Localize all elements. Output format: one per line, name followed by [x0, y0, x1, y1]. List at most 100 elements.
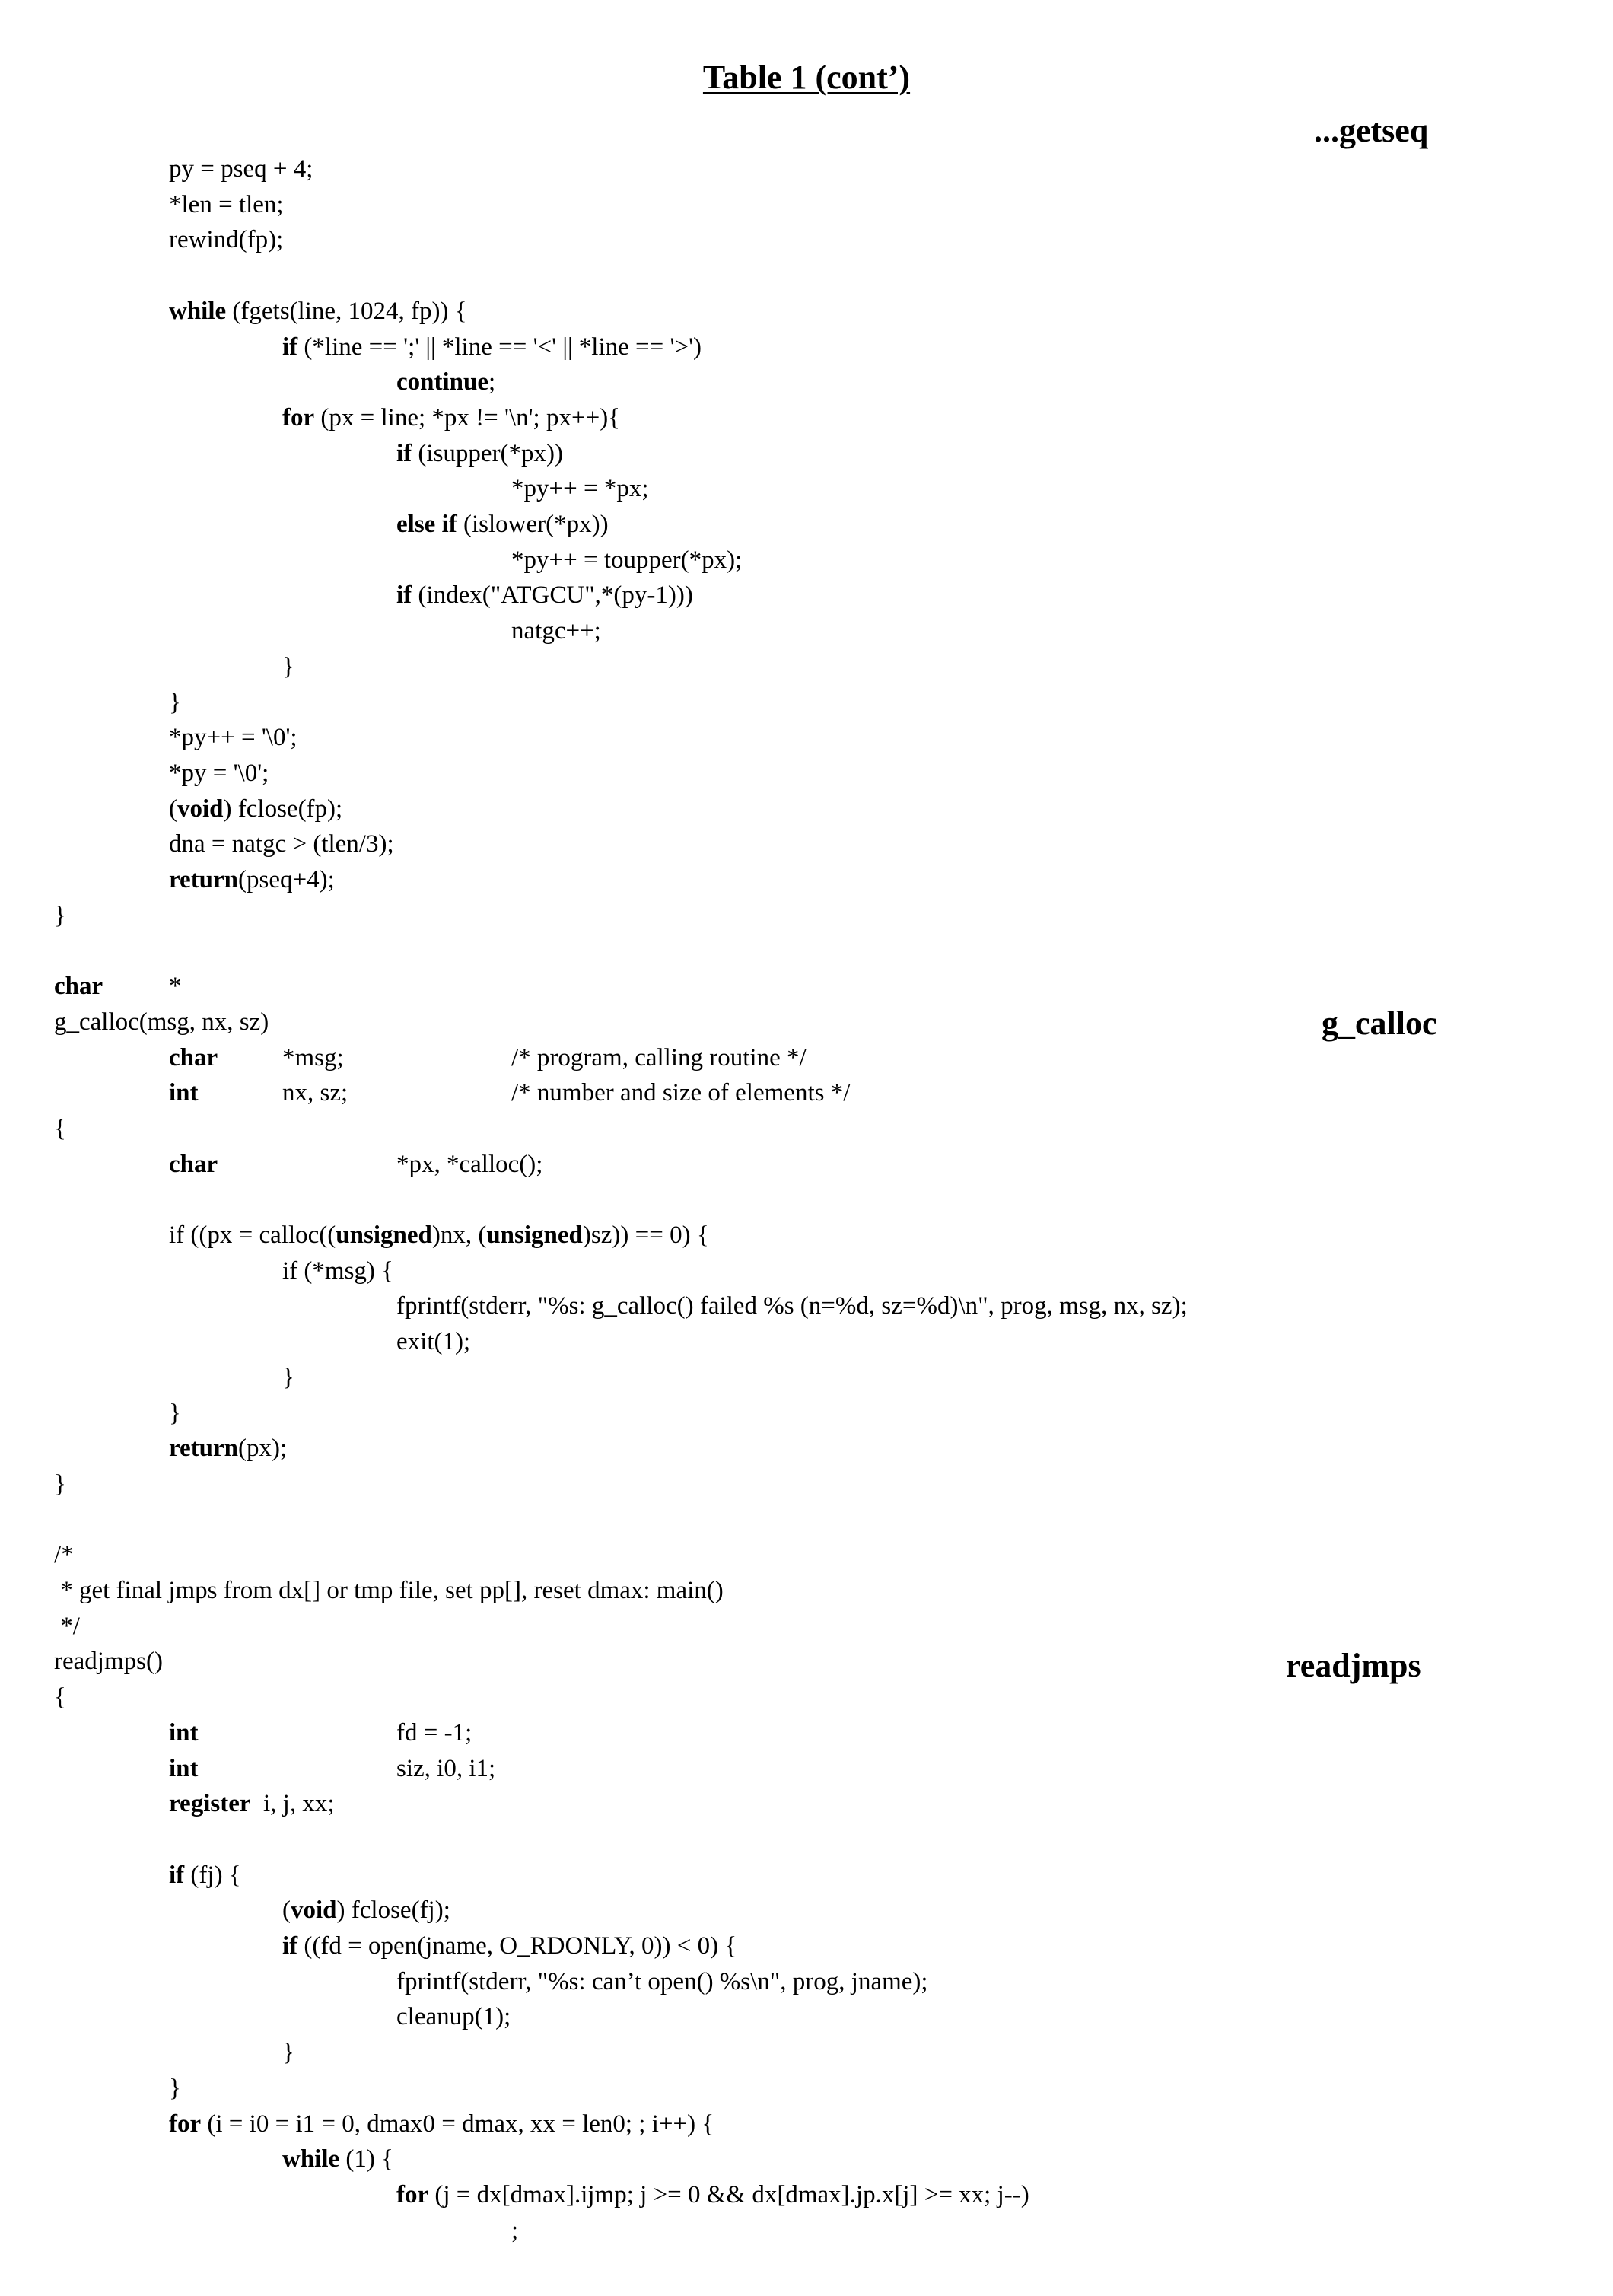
code-line: if (*line == ';' || *line == '<' || *lin…	[282, 332, 702, 362]
code-line: dna = natgc > (tlen/3);	[169, 829, 394, 859]
code-text: (fj) {	[184, 1861, 240, 1889]
code-line: for (j = dx[dmax].ijmp; j >= 0 && dx[dma…	[396, 2180, 1029, 2210]
code-line: }	[282, 651, 294, 682]
code-text: dna = natgc > (tlen/3);	[169, 830, 394, 858]
code-text: g_calloc(msg, nx, sz)	[54, 1008, 269, 1036]
code-keyword: char	[54, 973, 103, 1000]
code-text: natgc++;	[511, 617, 601, 645]
code-column-text: /* number and size of elements */	[511, 1078, 850, 1108]
code-text: (	[169, 795, 177, 823]
code-line: *py = '\0';	[169, 758, 269, 788]
code-line: natgc++;	[511, 616, 601, 646]
code-column-text: /* program, calling routine */	[511, 1043, 806, 1073]
code-line: *len = tlen;	[169, 189, 284, 220]
code-text: }	[282, 2039, 294, 2066]
code-text: if (*msg) {	[282, 1257, 393, 1285]
code-keyword: while	[169, 298, 226, 325]
code-line: if (index("ATGCU",*(py-1)))	[396, 580, 693, 610]
code-keyword: continue	[396, 368, 488, 396]
code-text: (pseq+4);	[238, 866, 335, 893]
code-text: ) fclose(fp);	[224, 795, 343, 823]
code-text: }	[282, 653, 294, 680]
code-keyword: char	[169, 1044, 218, 1072]
code-text: (islower(*px))	[457, 511, 609, 538]
code-text: (	[282, 1896, 291, 1924]
code-text: *py++ = '\0';	[169, 724, 297, 751]
code-line: char	[169, 1149, 218, 1180]
code-keyword: char	[169, 1151, 218, 1178]
code-text: *py++ = toupper(*px);	[511, 546, 742, 574]
code-keyword: for	[396, 2181, 428, 2208]
code-line: g_calloc(msg, nx, sz)	[54, 1007, 269, 1037]
code-line: }	[54, 900, 66, 931]
code-keyword: return	[169, 866, 238, 893]
code-keyword: void	[177, 795, 224, 823]
code-line: exit(1);	[396, 1326, 470, 1357]
page-title: Table 1 (cont’)	[0, 58, 1613, 97]
code-line: for (i = i0 = i1 = 0, dmax0 = dmax, xx =…	[169, 2109, 714, 2139]
code-line: fprintf(stderr, "%s: g_calloc() failed %…	[396, 1291, 1188, 1321]
code-line: return(pseq+4);	[169, 865, 335, 895]
code-keyword: int	[169, 1755, 199, 1782]
code-keyword: while	[282, 2145, 339, 2173]
code-keyword: unsigned	[336, 1221, 432, 1249]
code-text: */	[54, 1613, 80, 1640]
section-label-readjmps: readjmps	[1286, 1646, 1421, 1685]
code-column-text: *	[169, 971, 182, 1002]
code-line: ;	[511, 2215, 518, 2246]
code-text: * get final jmps from dx[] or tmp file, …	[54, 1577, 724, 1604]
code-column-text: *msg;	[282, 1043, 344, 1073]
code-keyword: if	[282, 333, 297, 361]
code-line: {	[54, 1682, 66, 1712]
code-text: cleanup(1);	[396, 2003, 511, 2030]
code-line: else if (islower(*px))	[396, 509, 609, 540]
code-text: }	[54, 902, 66, 929]
section-label-getseq: ...getseq	[1314, 111, 1428, 150]
code-text: }	[54, 1470, 66, 1498]
code-keyword: return	[169, 1435, 238, 1462]
code-text: exit(1);	[396, 1328, 470, 1355]
code-text: (px = line; *px != '\n'; px++){	[314, 404, 620, 431]
code-text: }	[282, 1364, 294, 1391]
code-line: while (1) {	[282, 2144, 393, 2174]
code-line: /*	[54, 1540, 74, 1570]
code-line: if (fj) {	[169, 1860, 241, 1890]
code-line: */	[54, 1611, 80, 1642]
code-keyword: if	[396, 581, 412, 609]
code-text: ;	[511, 2217, 518, 2244]
code-keyword: for	[282, 404, 314, 431]
code-keyword: register	[169, 1790, 251, 1817]
code-text: }	[169, 1400, 181, 1427]
code-text: i, j, xx;	[251, 1790, 335, 1817]
code-line: *py++ = *px;	[511, 473, 649, 504]
code-keyword: int	[169, 1079, 199, 1107]
code-keyword: unsigned	[486, 1221, 583, 1249]
code-line: (void) fclose(fp);	[169, 794, 342, 824]
code-line: int	[169, 1718, 199, 1748]
page-title-text: Table 1 (cont’)	[703, 59, 910, 96]
code-line: if (*msg) {	[282, 1256, 393, 1286]
code-line: rewind(fp);	[169, 225, 283, 255]
code-text: *len = tlen;	[169, 191, 284, 218]
code-line: }	[282, 2037, 294, 2068]
code-line: py = pseq + 4;	[169, 154, 313, 184]
code-line: char	[169, 1043, 218, 1073]
code-keyword: if	[169, 1861, 184, 1889]
code-text: fprintf(stderr, "%s: g_calloc() failed %…	[396, 1292, 1188, 1320]
code-column-text: *px, *calloc();	[396, 1149, 542, 1180]
code-line: if (isupper(*px))	[396, 438, 563, 469]
code-text: (isupper(*px))	[412, 440, 563, 467]
code-column-text: fd = -1;	[396, 1718, 472, 1748]
code-line: return(px);	[169, 1433, 287, 1463]
code-column-text: siz, i0, i1;	[396, 1753, 495, 1784]
code-line: {	[54, 1113, 66, 1144]
code-text: {	[54, 1115, 66, 1142]
code-text: (j = dx[dmax].ijmp; j >= 0 && dx[dmax].j…	[428, 2181, 1029, 2208]
code-line: (void) fclose(fj);	[282, 1895, 450, 1925]
code-line: *py++ = toupper(*px);	[511, 545, 742, 575]
code-line: readjmps()	[54, 1646, 163, 1677]
code-keyword: if	[396, 440, 412, 467]
code-text: ) fclose(fj);	[337, 1896, 450, 1924]
code-line: if ((fd = open(jname, O_RDONLY, 0)) < 0)…	[282, 1931, 737, 1961]
code-text: {	[54, 1683, 66, 1711]
